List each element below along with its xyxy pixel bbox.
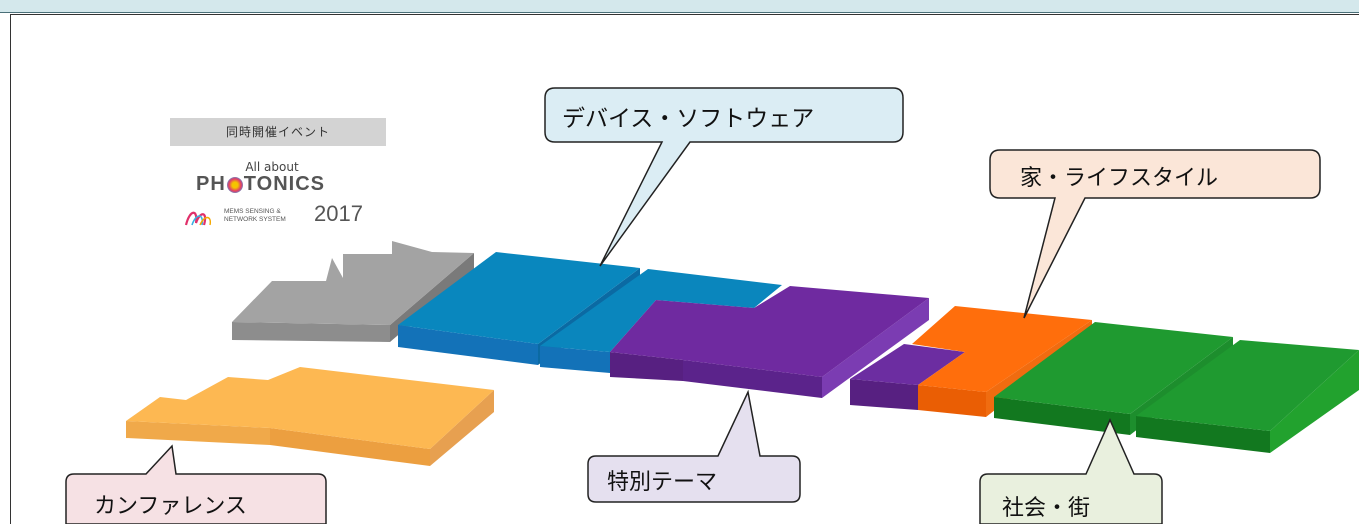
- mems-line-1: MEMS SENSING &: [224, 208, 281, 215]
- top-bar: [0, 0, 1359, 13]
- mems-line-2: NETWORK SYSTEM: [224, 216, 286, 223]
- conference-label: カンファレンス: [94, 494, 247, 519]
- callout-conference: [65, 444, 327, 524]
- mems-logo-text: MEMS SENSING &NETWORK SYSTEM: [224, 208, 286, 224]
- co-located-event-label: 同時開催イベント: [170, 118, 386, 146]
- callout-lifestyle: [989, 149, 1321, 319]
- mems-swirl-icon: [184, 211, 212, 226]
- logo-year: 2017: [314, 201, 363, 226]
- map-frame: [10, 14, 1359, 524]
- photonics-logo-left: PH: [196, 173, 226, 195]
- callout-devices: [544, 87, 904, 267]
- conference-area[interactable]: [126, 367, 494, 466]
- photonics-logo-right: TONICS: [243, 173, 325, 195]
- devices-label: デバイス・ソフトウェア: [562, 106, 815, 132]
- callout-society: [979, 418, 1163, 524]
- special-theme-label: 特別テーマ: [607, 470, 718, 495]
- devices-area[interactable]: [398, 252, 782, 373]
- photonics-logo-top: All about: [245, 160, 299, 174]
- callout-special: [587, 389, 801, 503]
- photonics-burst-icon: [226, 176, 243, 193]
- photonics-logo: PH TONICS: [196, 173, 325, 196]
- lifestyle-label: 家・ライフスタイル: [1020, 166, 1219, 191]
- special-theme-area[interactable]: [610, 286, 965, 410]
- society-area[interactable]: [994, 322, 1359, 453]
- society-label: 社会・街: [1002, 496, 1091, 521]
